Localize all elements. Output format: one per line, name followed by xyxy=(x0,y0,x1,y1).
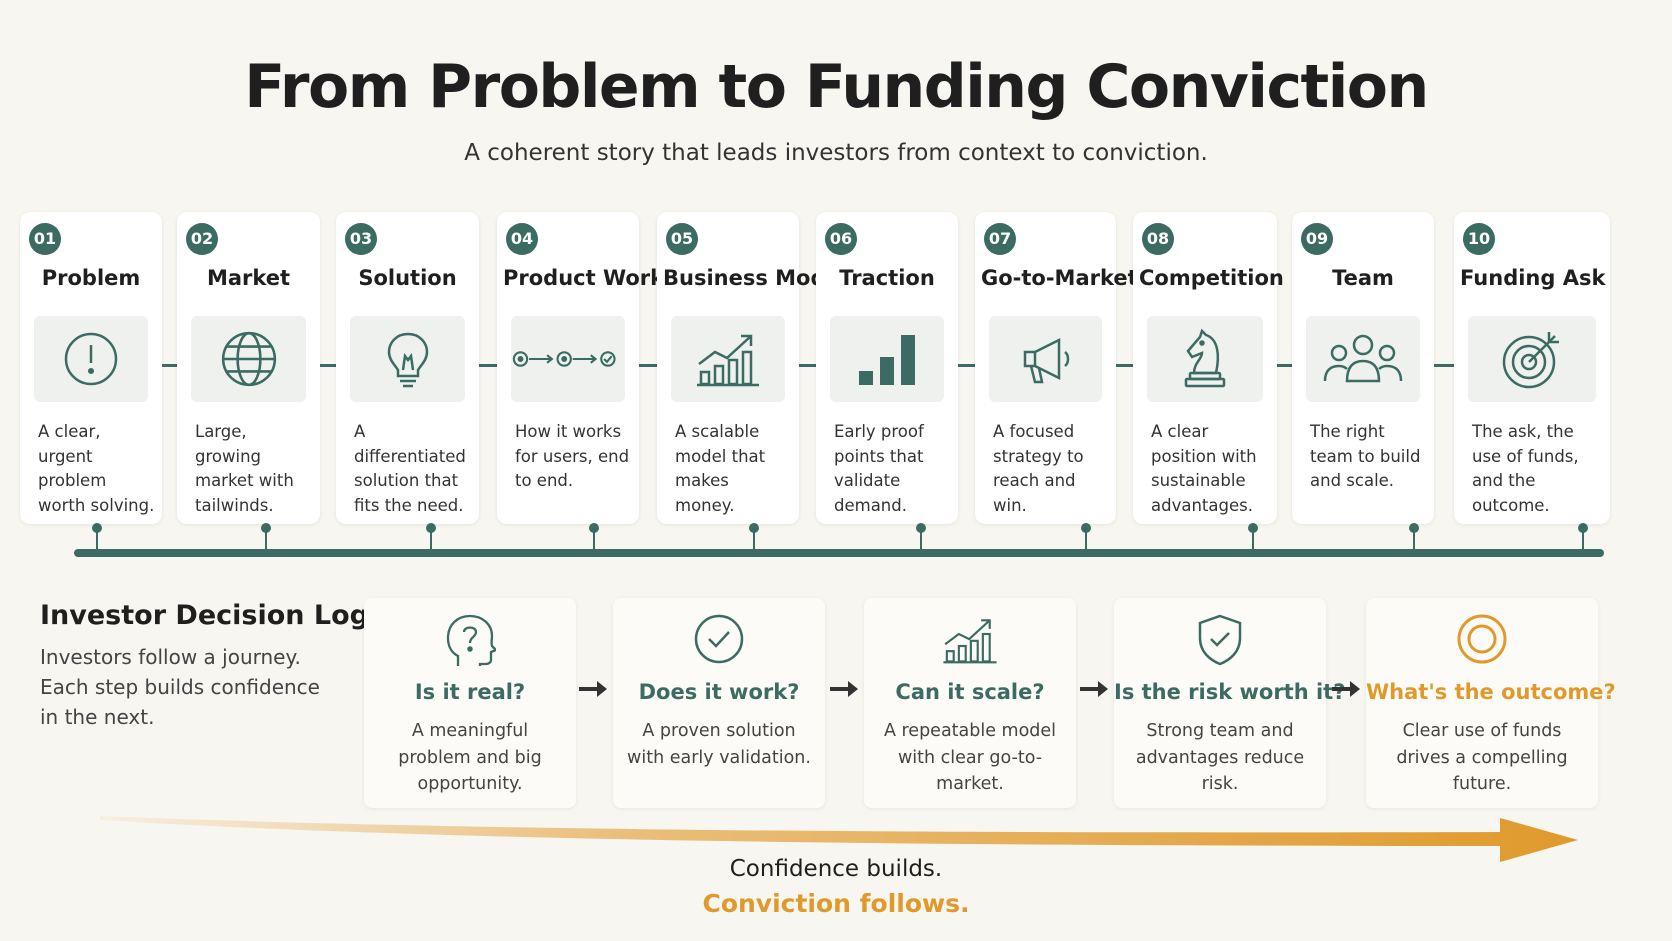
step-desc: A focused strategy to reach and win. xyxy=(993,422,1084,515)
timeline-pin xyxy=(426,523,436,533)
question-card-work: Does it work? A proven solution with ear… xyxy=(613,598,825,808)
step-number: 10 xyxy=(1463,223,1495,255)
step-title: Solution xyxy=(358,266,457,290)
timeline-pin xyxy=(1578,523,1588,533)
step-cards: 01 Problem A clear, urgent problem worth… xyxy=(20,212,1660,524)
timeline-pin xyxy=(589,523,599,533)
step-card-problem: 01 Problem A clear, urgent problem worth… xyxy=(20,212,162,524)
step-title: Product Workflow xyxy=(503,266,714,290)
timeline-pin xyxy=(1248,523,1258,533)
question-title: Is it real? xyxy=(414,680,526,704)
step-title: Funding Ask xyxy=(1460,266,1606,290)
shield-check-icon xyxy=(1198,614,1242,666)
timeline-pin xyxy=(261,523,271,533)
page-title: From Problem to Funding Conviction xyxy=(244,52,1429,122)
team-icon xyxy=(1323,334,1403,383)
step-title: Competition xyxy=(1139,266,1284,290)
arrow-right-icon xyxy=(1080,681,1108,697)
question-card-real: Is it real? A meaningful problem and big… xyxy=(364,598,576,808)
page-subtitle: A coherent story that leads investors fr… xyxy=(464,140,1208,166)
step-card-funding-ask: 10 Funding Ask The ask, the use of funds… xyxy=(1454,212,1610,524)
step-card-product-workflow: 04 Product Workflow How it works for use… xyxy=(497,212,714,524)
step-card-go-to-market: 07 Go-to-Market A focused strategy to re… xyxy=(975,212,1138,524)
step-desc: Early proof points that validate demand. xyxy=(834,422,924,515)
step-desc: Large, growing market with tailwinds. xyxy=(195,422,294,515)
step-title: Market xyxy=(206,266,291,290)
question-desc: A repeatable model with clear go-to-mark… xyxy=(883,721,1057,794)
step-number: 01 xyxy=(29,223,61,255)
step-number: 03 xyxy=(345,223,377,255)
arrow-right-icon xyxy=(1332,681,1360,697)
question-desc: Strong team and advantages reduce risk. xyxy=(1135,721,1305,794)
chess-knight-icon xyxy=(1184,328,1226,388)
head-question-icon xyxy=(446,614,496,666)
timeline-pin xyxy=(749,523,759,533)
megaphone-icon xyxy=(1023,337,1069,384)
target-ring-icon xyxy=(1457,614,1507,664)
question-title: Does it work? xyxy=(638,680,800,704)
step-title: Team xyxy=(1332,266,1394,290)
growth-chart-icon xyxy=(943,619,997,664)
step-card-business-model: 05 Business Model A scalable model that … xyxy=(657,212,847,524)
step-card-market: 02 Market Large, growing market with tai… xyxy=(177,212,320,524)
step-card-competition: 08 Competition A clear position with sus… xyxy=(1133,212,1284,524)
arrow-right-icon xyxy=(830,681,858,697)
step-title: Go-to-Market xyxy=(981,266,1138,290)
step-desc: A scalable model that makes money. xyxy=(675,422,766,515)
exclamation-circle-icon xyxy=(64,332,118,386)
question-desc: Clear use of funds drives a compelling f… xyxy=(1396,721,1568,794)
step-number: 07 xyxy=(984,223,1016,255)
question-title: Can it scale? xyxy=(895,680,1045,704)
step-desc: A clear position with sustainable advant… xyxy=(1151,422,1257,515)
lightbulb-icon xyxy=(387,332,428,388)
timeline-pin xyxy=(1409,523,1419,533)
question-desc: A proven solution with early validation. xyxy=(627,721,811,768)
step-desc: The ask, the use of funds, and the outco… xyxy=(1472,422,1579,515)
step-card-traction: 06 Traction Early proof points that vali… xyxy=(816,212,958,524)
step-number: 02 xyxy=(186,223,218,255)
timeline-pin xyxy=(1081,523,1091,533)
timeline-pin xyxy=(916,523,926,533)
question-desc: A meaningful problem and big opportunity… xyxy=(398,721,542,794)
step-title: Business Model xyxy=(663,266,847,290)
conviction-caption: Conviction follows. xyxy=(702,889,970,918)
step-card-team: 09 Team The right team to build and scal… xyxy=(1292,212,1434,524)
step-title: Problem xyxy=(41,266,141,290)
confidence-caption: Confidence builds. xyxy=(729,856,943,882)
logic-title: Investor Decision Logic xyxy=(40,600,395,631)
check-circle-icon xyxy=(694,614,744,664)
step-number: 04 xyxy=(506,223,538,255)
step-title: Traction xyxy=(839,266,935,290)
question-title: Is the risk worth it? xyxy=(1114,680,1346,704)
timeline-bar xyxy=(74,549,1604,557)
question-card-scale: Can it scale? A repeatable model with cl… xyxy=(864,598,1076,808)
question-title: What's the outcome? xyxy=(1366,680,1616,704)
step-card-solution: 03 Solution A differentiated solution th… xyxy=(336,212,479,524)
step-number: 05 xyxy=(666,223,698,255)
step-number: 08 xyxy=(1142,223,1174,255)
timeline-pin xyxy=(92,523,102,533)
bar-chart-icon xyxy=(859,335,915,385)
globe-icon xyxy=(221,331,276,387)
question-card-risk: Is the risk worth it? Strong team and ad… xyxy=(1114,598,1346,808)
arrow-right-icon xyxy=(579,681,607,697)
growth-chart-icon xyxy=(697,334,759,387)
step-desc: A clear, urgent problem worth solving. xyxy=(38,422,155,515)
workflow-icon xyxy=(512,351,616,367)
question-card-outcome: What's the outcome? Clear use of funds d… xyxy=(1366,598,1616,808)
step-desc: A differentiated solution that fits the … xyxy=(354,422,466,515)
step-number: 09 xyxy=(1301,223,1333,255)
step-desc: How it works for users, end to end. xyxy=(515,422,630,490)
confidence-arrow xyxy=(100,816,1578,862)
logic-description: Investors follow a journey. Each step bu… xyxy=(40,645,320,729)
step-number: 06 xyxy=(825,223,857,255)
target-icon xyxy=(1502,332,1559,389)
step-desc: The right team to build and scale. xyxy=(1310,422,1421,490)
